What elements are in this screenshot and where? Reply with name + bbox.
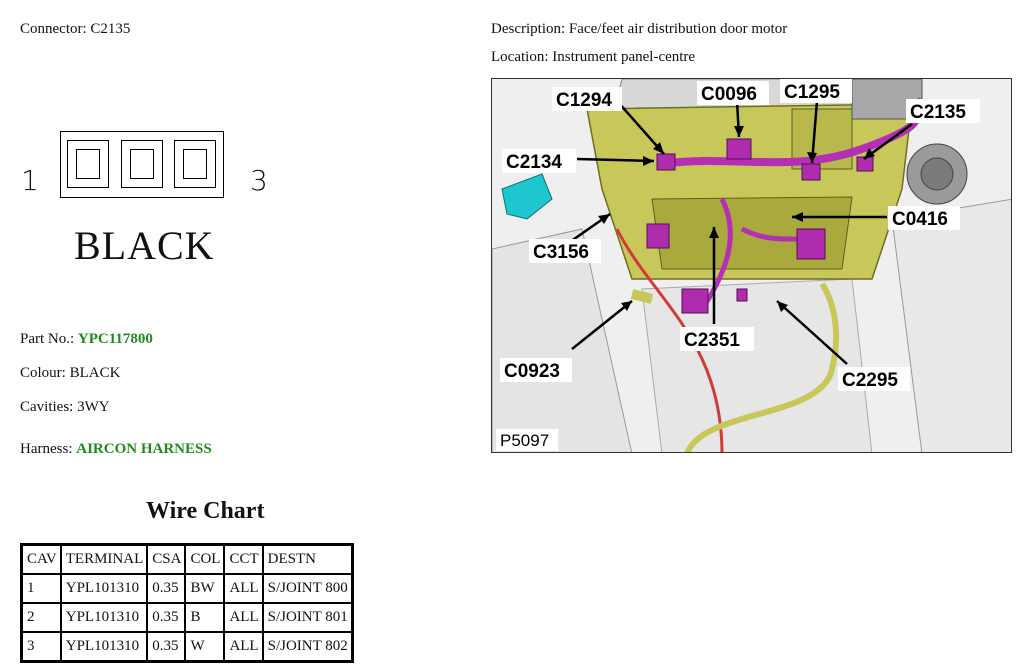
harness-link[interactable]: AIRCON HARNESS [76,441,212,457]
cell-terminal: YPL101310 [59,602,149,633]
location-value: Instrument panel-centre [552,49,696,65]
cell-col: W [184,631,226,663]
cell-csa: 0.35 [146,631,187,663]
col-cct: CCT [223,543,264,575]
location-line: Location: Instrument panel-centre [491,49,695,66]
col-col: COL [184,543,226,575]
cavity-1 [67,140,109,188]
col-destn: DESTN [261,543,354,575]
connector-colour-label: BLACK [74,223,215,268]
location-photo: C1294 C0096 C1295 C2135 C2134 C0416 C315… [491,78,1012,453]
callout-labels: C1294 C0096 C1295 C2135 C2134 C0416 C315… [496,79,980,451]
cell-terminal: YPL101310 [59,631,149,663]
cell-destn: S/JOINT 800 [261,573,354,604]
cell-cav: 2 [20,602,62,633]
callout-c0096: C0096 [701,84,757,105]
part-no-line: Part No.: YPC117800 [20,331,153,348]
callout-c1295: C1295 [784,82,840,103]
callout-c0416: C0416 [892,209,948,230]
description-label: Description: [491,21,566,37]
cell-terminal: YPL101310 [59,573,149,604]
callout-c2134: C2134 [506,152,562,173]
cavities-value: 3WY [77,399,110,415]
wire-chart-table: CAV TERMINAL CSA COL CCT DESTN 1 YPL1013… [20,543,354,663]
cell-cct: ALL [223,602,264,633]
callout-c2295: C2295 [842,370,898,391]
location-illustration: C1294 C0096 C1295 C2135 C2134 C0416 C315… [492,79,1011,452]
col-csa: CSA [146,543,187,575]
colour-label: Colour: [20,365,66,381]
cavities-line: Cavities: 3WY [20,399,110,416]
colour-line: Colour: BLACK [20,365,120,382]
cell-destn: S/JOINT 802 [261,631,354,663]
part-no-label: Part No.: [20,331,75,347]
callout-c2351: C2351 [684,330,740,351]
table-row: 3 YPL101310 0.35 W ALL S/JOINT 802 [20,631,354,663]
description-line: Description: Face/feet air distribution … [491,21,787,38]
cell-csa: 0.35 [146,573,187,604]
callout-c3156: C3156 [533,242,589,263]
harness-label: Harness: [20,441,73,457]
description-value: Face/feet air distribution door motor [568,21,788,37]
connector-housing [60,131,224,198]
cell-cav: 3 [20,631,62,663]
cell-cct: ALL [223,573,264,604]
callout-c1294: C1294 [556,90,612,111]
wire-chart-header-row: CAV TERMINAL CSA COL CCT DESTN [20,543,354,575]
cavities-label: Cavities: [20,399,74,415]
callout-c2135: C2135 [910,102,966,123]
cell-cav: 1 [20,573,62,604]
harness-line: Harness: AIRCON HARNESS [20,441,212,458]
cell-col: B [184,602,226,633]
image-code: P5097 [500,431,549,450]
cell-col: BW [184,573,226,604]
location-label: Location: [491,49,549,65]
cavity-2 [121,140,163,188]
cell-destn: S/JOINT 801 [261,602,354,633]
cell-csa: 0.35 [146,602,187,633]
connector-line: Connector: C2135 [20,21,130,38]
cell-cct: ALL [223,631,264,663]
connector-label: Connector: [20,21,87,37]
pin-last-label: 3 [250,164,268,197]
colour-value: BLACK [69,365,121,381]
table-row: 2 YPL101310 0.35 B ALL S/JOINT 801 [20,602,354,633]
col-cav: CAV [20,543,62,575]
callout-c0923: C0923 [504,361,560,382]
cavity-3 [174,140,216,188]
connector-value: C2135 [90,21,131,37]
wire-chart-title: Wire Chart [146,498,265,524]
table-row: 1 YPL101310 0.35 BW ALL S/JOINT 800 [20,573,354,604]
part-no-link[interactable]: YPC117800 [77,331,153,347]
pin-first-label: 1 [21,164,39,197]
col-terminal: TERMINAL [59,543,149,575]
